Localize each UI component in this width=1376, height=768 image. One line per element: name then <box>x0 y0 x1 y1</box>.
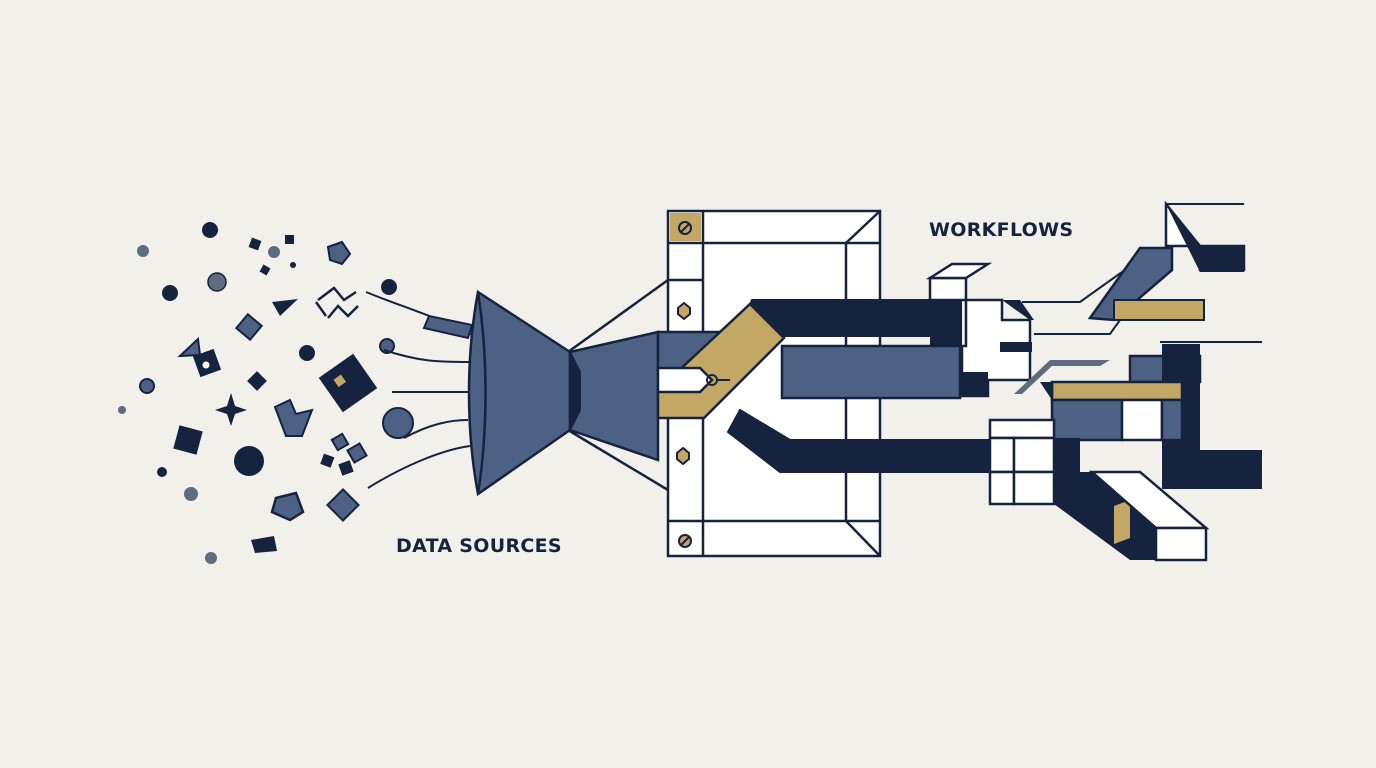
square-shape <box>248 237 262 251</box>
triangle-shape <box>272 299 298 316</box>
dot-shape <box>137 245 149 257</box>
dot-shape <box>157 467 167 477</box>
dot-shape <box>118 406 126 414</box>
chip-dot <box>333 374 347 388</box>
square-shape <box>247 371 267 391</box>
polygon-shape <box>273 398 314 437</box>
dot-shape <box>202 222 218 238</box>
square-shape <box>320 453 335 468</box>
nut-icon <box>677 301 691 321</box>
parallelogram-shape <box>251 536 277 553</box>
blob-shape <box>270 491 305 522</box>
data-sources-label: DATA SOURCES <box>396 535 562 557</box>
star-shape <box>215 393 247 426</box>
screw-icon <box>678 221 692 235</box>
square-shape <box>326 488 360 522</box>
pipes-and-blocks <box>656 200 1262 562</box>
dot-shape <box>139 378 155 394</box>
square-shape <box>285 235 294 244</box>
flow-lines <box>365 291 473 489</box>
dot-shape <box>205 552 217 564</box>
dot-shape <box>202 361 210 369</box>
data-sources-shapes <box>118 222 414 564</box>
square-shape <box>346 442 368 464</box>
circle-shape <box>382 407 414 439</box>
dot-shape <box>290 262 296 268</box>
dot-shape <box>381 279 397 295</box>
chip-shape <box>318 353 378 413</box>
nut-icon <box>676 446 690 466</box>
workflows-label: WORKFLOWS <box>929 219 1073 241</box>
square-shape <box>173 425 203 455</box>
square-shape <box>259 264 271 276</box>
dot-shape <box>299 345 315 361</box>
dot-shape <box>162 285 178 301</box>
tag-shape <box>422 314 474 340</box>
dot-shape <box>184 487 198 501</box>
dot-shape <box>268 246 280 258</box>
dot-shape <box>379 338 395 354</box>
square-shape <box>330 432 350 452</box>
blob-shape <box>326 240 352 266</box>
dot-shape <box>207 272 227 292</box>
circle-shape <box>234 446 264 476</box>
funnel-icon <box>467 289 660 497</box>
circuit-glyph <box>314 286 359 319</box>
square-shape <box>234 312 264 342</box>
square-shape <box>338 460 354 476</box>
triangle-shape <box>177 336 202 358</box>
